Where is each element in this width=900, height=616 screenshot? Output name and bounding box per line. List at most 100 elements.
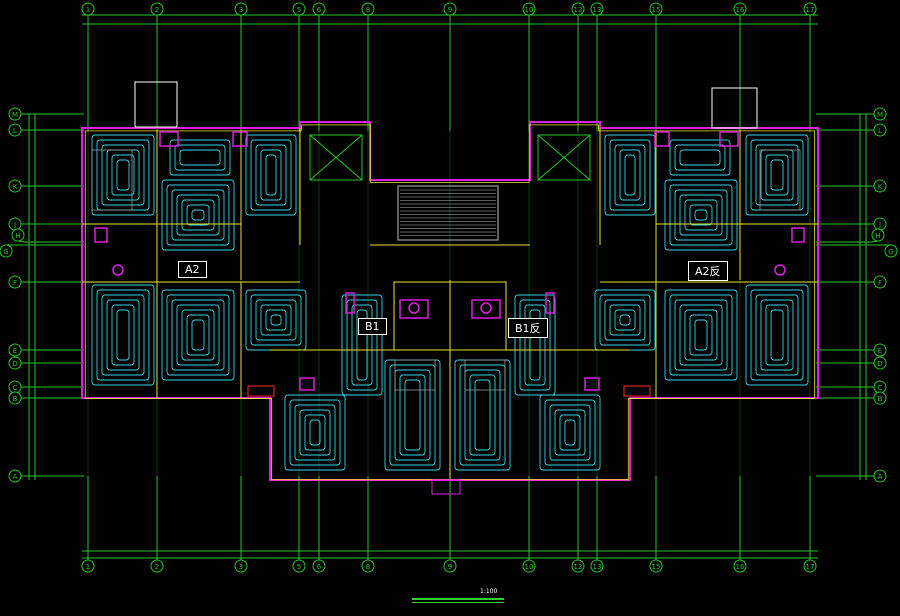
heating-pipe-loop bbox=[694, 209, 708, 221]
grid-bubble-column bbox=[522, 2, 536, 16]
wall-inner-line bbox=[84, 124, 816, 481]
heating-pipe-loop bbox=[191, 209, 205, 221]
heating-pipe-loop bbox=[674, 189, 728, 241]
heating-pipe-loop bbox=[284, 394, 346, 471]
grid-bubble-column bbox=[361, 559, 375, 573]
grid-label-column: 8 bbox=[366, 6, 370, 14]
heating-pipe-loop bbox=[304, 414, 326, 451]
elevator-shaft-right bbox=[537, 134, 591, 181]
heating-pipe-loop bbox=[389, 364, 436, 466]
room-heating-coil bbox=[669, 139, 731, 176]
heating-pipe-loop bbox=[755, 294, 799, 376]
heating-pipe-loop bbox=[669, 294, 733, 376]
room-heating-coil bbox=[664, 289, 738, 381]
heating-pipe-loop bbox=[549, 404, 591, 461]
staircase bbox=[400, 189, 496, 236]
heating-pipe-loop bbox=[260, 304, 292, 336]
heating-pipe-loop bbox=[514, 294, 556, 396]
central-service-core bbox=[393, 281, 507, 351]
grid-bubble-row bbox=[8, 391, 22, 405]
heating-pipe-loop bbox=[245, 134, 297, 216]
heating-pipe-loop bbox=[394, 369, 431, 461]
heating-pipe-loop bbox=[260, 149, 282, 201]
grid-label-row: E bbox=[878, 347, 882, 355]
heating-pipe-loop bbox=[559, 414, 581, 451]
grid-label-column: 9 bbox=[448, 6, 452, 14]
grid-bubble-column bbox=[81, 2, 95, 16]
room-heating-coil bbox=[745, 284, 809, 386]
grid-label-column: 15 bbox=[652, 6, 661, 14]
grid-bubble-row bbox=[11, 228, 25, 242]
heating-pipe-loop bbox=[255, 299, 297, 341]
heating-pipe-loop bbox=[679, 149, 721, 166]
heating-pipe-loop bbox=[684, 309, 718, 361]
heating-pipe-loop bbox=[539, 394, 601, 471]
grid-bubble-column bbox=[150, 2, 164, 16]
heating-pipe-loop bbox=[96, 139, 150, 211]
heating-pipe-loop bbox=[101, 294, 145, 376]
heating-pipe-loop bbox=[96, 289, 150, 381]
bathroom-fixture bbox=[159, 131, 179, 147]
grid-label-column: 12 bbox=[574, 6, 583, 14]
grid-bubble-row bbox=[873, 107, 887, 121]
grid-bubble-row bbox=[8, 123, 22, 137]
grid-label-row: C bbox=[13, 384, 18, 392]
grid-label-column: 16 bbox=[736, 6, 745, 14]
grid-label-row: B bbox=[878, 395, 883, 403]
unit-label-a2-mirror: A2反 bbox=[688, 261, 728, 281]
heating-pipe-loop bbox=[679, 194, 723, 236]
heating-pipe-loop bbox=[265, 309, 287, 331]
grid-label-row: F bbox=[13, 279, 17, 287]
grid-bubble-row bbox=[873, 123, 887, 137]
heating-pipe-loop bbox=[169, 139, 231, 176]
radiator-box bbox=[247, 385, 275, 397]
heating-pipe-loop bbox=[614, 144, 646, 206]
heating-pipe-loop bbox=[384, 359, 441, 471]
unit-label-a2: A2 bbox=[178, 261, 207, 278]
toilet-fixture bbox=[480, 302, 492, 314]
heating-pipe-loop bbox=[341, 294, 383, 396]
kitchen-fixture bbox=[759, 149, 801, 211]
heating-pipe-loop bbox=[554, 409, 586, 456]
grid-label-row: J bbox=[878, 221, 881, 229]
heating-pipe-loop bbox=[111, 154, 135, 196]
grid-bubble-column bbox=[649, 559, 663, 573]
grid-bubble-row bbox=[873, 179, 887, 193]
heating-pipe-loop bbox=[750, 289, 804, 381]
grid-label-column: 13 bbox=[593, 6, 602, 14]
grid-label-column: 1 bbox=[86, 563, 90, 571]
grid-label-column: 16 bbox=[736, 563, 745, 571]
grid-bubble-column bbox=[590, 2, 604, 16]
grid-label-column: 17 bbox=[806, 6, 815, 14]
grid-bubble-column bbox=[292, 2, 306, 16]
grid-bubble-column bbox=[312, 559, 326, 573]
heating-pipe-loop bbox=[679, 304, 723, 366]
heating-pipe-loop bbox=[469, 374, 496, 456]
grid-bubble-column bbox=[234, 559, 248, 573]
grid-label-row: C bbox=[878, 384, 883, 392]
room-heating-coil bbox=[161, 179, 235, 251]
grid-bubble-column bbox=[292, 559, 306, 573]
bathroom-fixture bbox=[345, 292, 355, 314]
heating-pipe-loop bbox=[265, 154, 277, 196]
grid-bubble-row bbox=[873, 356, 887, 370]
toilet-fixture bbox=[408, 302, 420, 314]
room-heating-coil bbox=[341, 294, 383, 396]
grid-bubble-row bbox=[873, 469, 887, 483]
grid-bubble-column bbox=[443, 2, 457, 16]
heating-pipe-loop bbox=[689, 204, 713, 226]
bathroom-fixture bbox=[471, 299, 501, 319]
grid-bubble-row bbox=[0, 244, 13, 258]
heating-pipe-loop bbox=[524, 304, 546, 386]
heating-pipe-loop bbox=[564, 419, 576, 446]
heating-pipe-loop bbox=[161, 179, 235, 251]
heating-pipe-loop bbox=[619, 314, 631, 326]
grid-bubble-column bbox=[571, 559, 585, 573]
room-heating-coil bbox=[91, 134, 155, 216]
heating-pipe-loop bbox=[245, 289, 307, 351]
kitchen-fixture bbox=[464, 359, 506, 391]
heating-pipe-loop bbox=[270, 314, 282, 326]
heating-pipe-loop bbox=[544, 399, 596, 466]
heating-pipe-loop bbox=[186, 314, 210, 356]
